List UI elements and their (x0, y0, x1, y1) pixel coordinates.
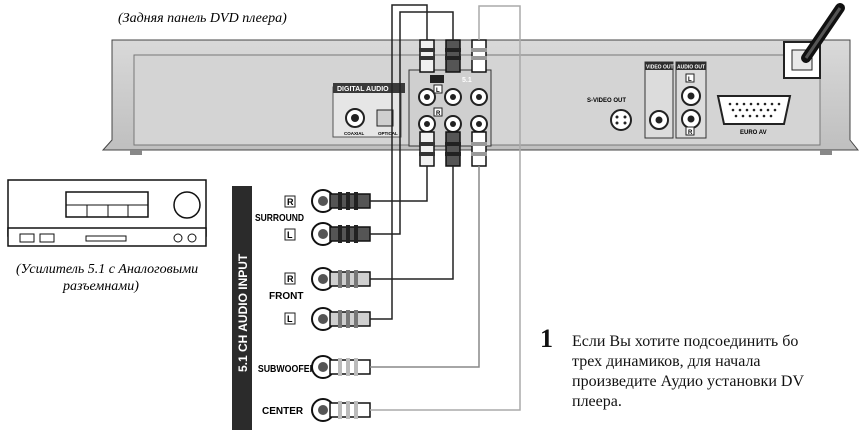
audio-input-bar: 5.1 CH AUDIO INPUT (232, 186, 252, 430)
cables (370, 4, 521, 411)
step-line-3: произведите Аудио установки DV (572, 373, 804, 390)
svideo-out: S-VIDEO OUT (587, 98, 632, 131)
cable-surround-l (370, 11, 454, 235)
amplifier-caption-2: разъемнами) (62, 279, 139, 294)
jack-label-r: R (436, 111, 441, 117)
step-text: Если Вы хотите подсоединить бо трех дина… (572, 332, 804, 412)
optical-jack (376, 109, 394, 127)
optical-label: OPTICAL (378, 131, 398, 136)
jack-surround-r (311, 189, 371, 213)
jack-front-r (311, 267, 371, 291)
input-labels: R SURROUND L R FRONT L SUBWOOFER CENTER (255, 195, 316, 417)
euro-av-label: EURO AV (740, 130, 767, 136)
surround-l: L (287, 230, 293, 240)
cable-front-l (370, 4, 428, 320)
cable-front-r (370, 166, 454, 280)
front-l: L (287, 314, 293, 324)
surround-r: R (287, 197, 294, 207)
step-line-1: Если Вы хотите подсоединить бо (572, 333, 799, 350)
audio-out-l: L (688, 77, 692, 83)
jack-front-l (311, 307, 371, 331)
jack-center (311, 398, 371, 422)
power-inlet (783, 3, 845, 79)
video-out: VIDEO OUT (644, 61, 674, 139)
front-label: FRONT (269, 291, 303, 302)
bottom-plugs (419, 131, 487, 167)
cable-subwoofer (370, 166, 480, 368)
jack-surround-l (311, 222, 371, 246)
audio-input-label: 5.1 CH AUDIO INPUT (236, 253, 250, 372)
amplifier (7, 179, 207, 247)
digital-audio-block: DIGITAL AUDIO COAXIAL OPTICAL (332, 83, 405, 138)
surround-label: SURROUND (255, 212, 304, 223)
audio-out-r: R (688, 130, 693, 136)
step-line-2: трех динамиков, для начала (572, 353, 761, 370)
step-number: 1 (540, 324, 553, 353)
jack-label-l: L (436, 88, 440, 94)
center-label: CENTER (262, 406, 304, 417)
video-out-label: VIDEO OUT (646, 65, 674, 71)
step-line-4: плеера. (572, 393, 622, 410)
euro-av: EURO AV (716, 95, 792, 136)
coaxial-label: COAXIAL (344, 131, 365, 136)
audio-out-label: AUDIO OUT (677, 65, 705, 71)
coaxial-jack (345, 108, 365, 128)
jack-subwoofer (311, 355, 371, 379)
front-r: R (287, 274, 294, 284)
jack-label-51: 5.1 (462, 77, 472, 84)
amplifier-caption-1: (Усилитель 5.1 с Аналоговыми (16, 262, 198, 277)
panel-caption: (Задняя панель DVD плеера) (118, 11, 287, 26)
svideo-label: S-VIDEO OUT (587, 98, 626, 104)
digital-audio-label: DIGITAL AUDIO (337, 86, 389, 93)
cable-surround-r (370, 166, 428, 202)
input-jacks (311, 189, 371, 422)
cable-center (370, 5, 521, 411)
subwoofer-label: SUBWOOFER (258, 362, 316, 374)
audio-out: AUDIO OUT L R (675, 61, 707, 139)
top-plugs (419, 39, 487, 73)
